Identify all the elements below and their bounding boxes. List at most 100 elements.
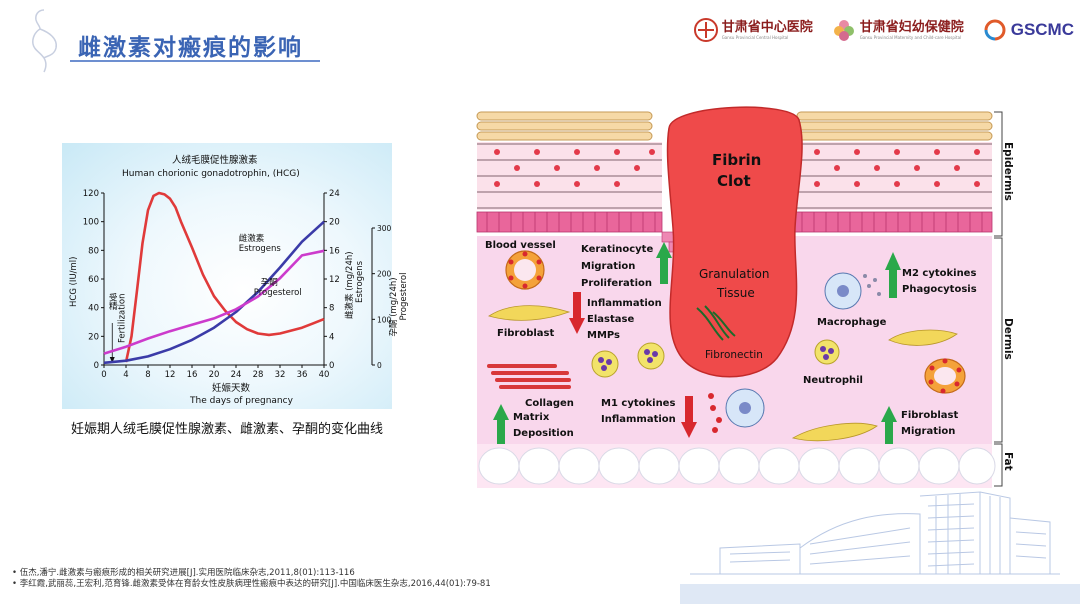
x-axis-label-cn: 妊娠天数 [212,382,251,394]
x-tick-label: 8 [145,370,150,380]
y-mid-axis-title-cn: 雌激素 (mg/24h) [344,251,355,319]
arrow-inflammation-down-icon [569,292,585,334]
gscmc-emblem-icon [984,19,1006,41]
y-mid-axis-title-en: Estrogens [355,260,365,303]
y-left-tick-label: 120 [83,189,99,199]
series-label-cn-estrogens: 雌激素 [239,233,265,244]
x-tick-label: 40 [319,370,330,380]
keratinocyte-label-1: Keratinocyte [581,244,653,255]
fat-cells [478,447,996,485]
granulation-label-2: Tissue [716,286,755,300]
x-tick-label: 20 [209,370,220,380]
logo-gansu-maternity-hospital: 甘肃省妇幼保健院 Gansu Provincial Maternity and … [831,17,964,43]
title-area: 雌激素对瘢痕的影响 [0,0,650,80]
matrix-label-1: Matrix [513,412,550,423]
y-mid-tick-label: 20 [329,218,340,228]
blood-vessel-right [924,358,966,394]
references: 伍杰,潘宁.雌激素与瘢痕形成的相关研究进展[J].实用医院临床杂志,2011,8… [12,568,491,590]
m1-particles [708,393,722,433]
arrow-fibroblast-up-icon [881,406,897,444]
logos: 甘肃省中心医院 Gansu Provincial Central Hospita… [693,10,1074,50]
y-left-tick-label: 100 [83,218,99,228]
series-label-cn-progesterol: 孕酮 [261,278,278,288]
slide-title: 雌激素对瘢痕的影响 [78,35,303,61]
series-line-estrogens [103,220,325,365]
y-right-axis-title-en: Progesterol [399,273,409,321]
x-tick-label: 36 [297,370,308,380]
chart-subtitle: Human chorionic gonadotrophin, (HCG) [122,169,300,179]
x-tick-label: 32 [275,370,286,380]
chart-caption: 妊娠期人绒毛膜促性腺激素、雌激素、孕酮的变化曲线 [70,422,383,437]
arrow-m2-up-icon [885,252,901,298]
x-tick-label: 4 [123,370,128,380]
inflammation-label-2: Elastase [587,314,634,325]
chart-title: 人绒毛膜促性腺激素 [172,154,258,166]
hospital-building-illustration [680,491,1080,604]
hormone-chart: 人绒毛膜促性腺激素 Human chorionic gonadotrophin,… [69,154,409,406]
y-left-tick-label: 20 [88,332,99,342]
fibroblast-cells [488,305,958,442]
y-left-tick-label: 0 [94,361,99,371]
x-tick-label: 0 [101,370,106,380]
y-right-tick-label: 100 [377,315,392,324]
logo-gscmc: GSCMC [982,17,1074,43]
series-label-en-progesterol: Progesterol [254,288,302,298]
flower-emblem-icon [833,20,854,41]
inflammation-label-3: MMPs [587,330,620,341]
arrow-keratinocyte-up-icon [656,242,672,284]
collagen-fibers [487,364,571,389]
chart-axes [101,192,375,368]
y-left-tick-label: 40 [88,304,99,314]
neutrophil-label: Neutrophil [803,375,863,386]
y-mid-tick-label: 24 [329,189,340,199]
series-line-progesterol [103,249,325,355]
stratum-corneum [476,111,993,141]
logo-2-en: Gansu Provincial Maternity and Child-car… [859,34,962,40]
reference-2: 李红霞,武丽蕊,王宏利,范育锋.雌激素受体在育龄女性皮肤病理性瘢痕中表达的研究[… [12,579,491,590]
keratinocyte-label-3: Proliferation [581,278,652,289]
fibronectin-strands [696,305,736,341]
m1-label-2: Inflammation [601,414,676,425]
blood-vessel-label: Blood vessel [485,240,556,251]
hospital-emblem-icon [693,18,718,42]
neutrophil-cells [591,339,840,378]
logo-3-text: GSCMC [1010,20,1074,39]
fibronectin-label: Fibronectin [705,349,763,361]
fibrin-clot [666,106,803,378]
logo-1-cn: 甘肃省中心医院 [721,19,813,35]
y-mid-tick-label: 4 [329,332,334,342]
keratinocyte-layer [477,142,992,210]
macrophage-granules [863,274,881,296]
logo-2-cn: 甘肃省妇幼保健院 [859,19,964,35]
y-left-tick-label: 60 [88,275,99,285]
arrow-m1-down-icon [681,396,697,438]
y-right-tick-label: 300 [377,224,392,233]
fibroblast-label: Fibroblast [497,328,555,339]
collagen-label: Collagen [525,398,574,409]
granulation-label-1: Granulation [699,267,769,281]
macrophage-cells [725,272,862,428]
m1-label-1: M1 cytokines [601,398,675,409]
fibrin-clot-label-1: Fibrin [712,151,761,169]
fibroblast-migration-label-1: Fibroblast [901,410,959,421]
series-label-en-estrogens: Estrogens [239,244,282,254]
fat-label: Fat [1002,452,1014,471]
fibroblast-migration-label-2: Migration [901,426,955,437]
logo-1-en: Gansu Provincial Central Hospital [721,34,789,40]
series-line-hcg [124,191,325,363]
fertilization-arrowhead [109,357,115,363]
m2-label-2: Phagocytosis [902,284,977,295]
fertilization-label-cn: 受精 [107,292,117,311]
y-mid-tick-label: 0 [329,361,334,371]
y-left-axis-title: HCG (IU/ml) [69,257,79,307]
macrophage-label: Macrophage [817,317,887,328]
x-tick-label: 24 [231,370,242,380]
y-mid-tick-label: 16 [329,246,340,256]
keratinocyte-label-2: Migration [581,261,635,272]
fertilization-label-en: Fertilization [117,293,127,343]
dermis-label: Dermis [1002,318,1014,360]
epidermis-label: Epidermis [1002,142,1014,201]
y-left-tick-label: 80 [88,246,99,256]
y-mid-tick-label: 12 [329,275,340,285]
